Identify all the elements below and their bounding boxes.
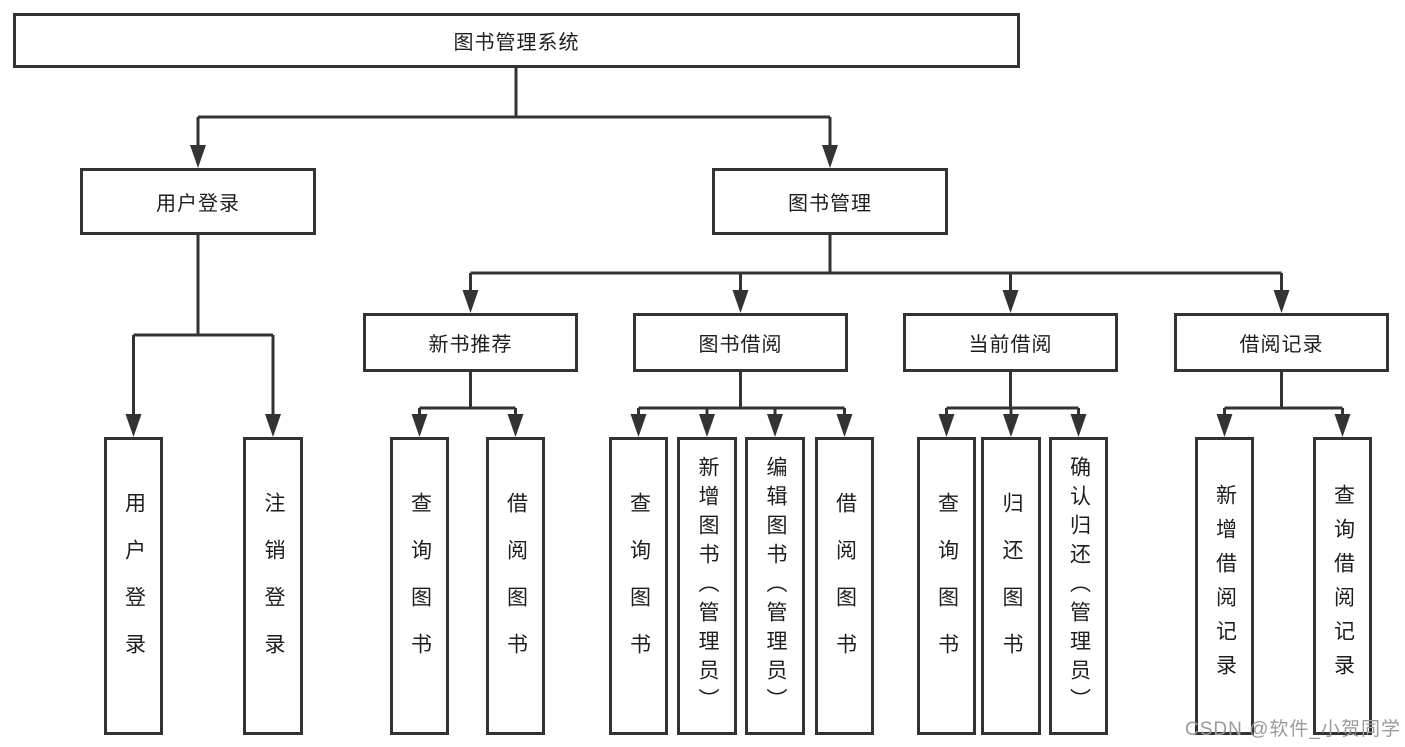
node-label: 新增借阅记录 (1213, 484, 1237, 688)
node-current-borrow: 当前借阅 (903, 313, 1118, 372)
node-label: 用户登录 (122, 492, 146, 680)
leaf-query-borrow-record: 查询借阅记录 (1313, 437, 1372, 735)
node-label: 查询图书 (408, 492, 432, 680)
csdn-watermark: CSDN @软件_小贺同学 (1185, 719, 1401, 740)
node-label: 注销登录 (262, 492, 285, 680)
node-label: 查询图书 (935, 492, 959, 680)
node-borrow-records: 借阅记录 (1174, 313, 1389, 372)
node-label: 新书推荐 (428, 334, 513, 356)
node-label: 借阅图书 (833, 492, 857, 680)
leaf-add-book-admin: 新增图书（管理员） (677, 437, 737, 735)
node-library-system: 图书管理系统 (13, 13, 1020, 68)
node-book-borrow: 图书借阅 (633, 313, 848, 372)
leaf-borrow-books: 借阅图书 (815, 437, 874, 735)
node-book-management: 图书管理 (712, 168, 948, 235)
node-label: 图书借阅 (698, 334, 783, 356)
node-label: 借阅图书 (504, 492, 528, 680)
leaf-logout: 注销登录 (243, 437, 303, 735)
node-label: 查询借阅记录 (1331, 484, 1355, 688)
leaf-confirm-return-admin: 确认归还（管理员） (1049, 437, 1108, 735)
leaf-add-borrow-record: 新增借阅记录 (1195, 437, 1254, 735)
node-label: 用户登录 (156, 193, 240, 215)
node-user-login: 用户登录 (80, 168, 316, 235)
node-label: 借阅记录 (1239, 334, 1324, 356)
leaf-return-books: 归还图书 (981, 437, 1041, 735)
node-label: 新增图书（管理员） (696, 455, 719, 717)
node-new-book-recommend: 新书推荐 (363, 313, 578, 372)
leaf-user-login: 用户登录 (104, 437, 163, 735)
node-label: 归还图书 (1000, 492, 1023, 680)
leaf-query-books-borrow: 查询图书 (609, 437, 668, 735)
node-label: 图书管理系统 (453, 32, 580, 54)
node-label: 当前借阅 (968, 334, 1053, 356)
node-label: 编辑图书（管理员） (764, 455, 787, 717)
leaf-query-books-current: 查询图书 (917, 437, 976, 735)
leaf-edit-book-admin: 编辑图书（管理员） (745, 437, 805, 735)
leaf-query-books-recommend: 查询图书 (390, 437, 449, 735)
leaf-borrow-books-recommend: 借阅图书 (486, 437, 545, 735)
node-label: 查询图书 (627, 492, 651, 680)
node-label: 确认归还（管理员） (1067, 455, 1091, 717)
node-label: 图书管理 (788, 193, 872, 215)
